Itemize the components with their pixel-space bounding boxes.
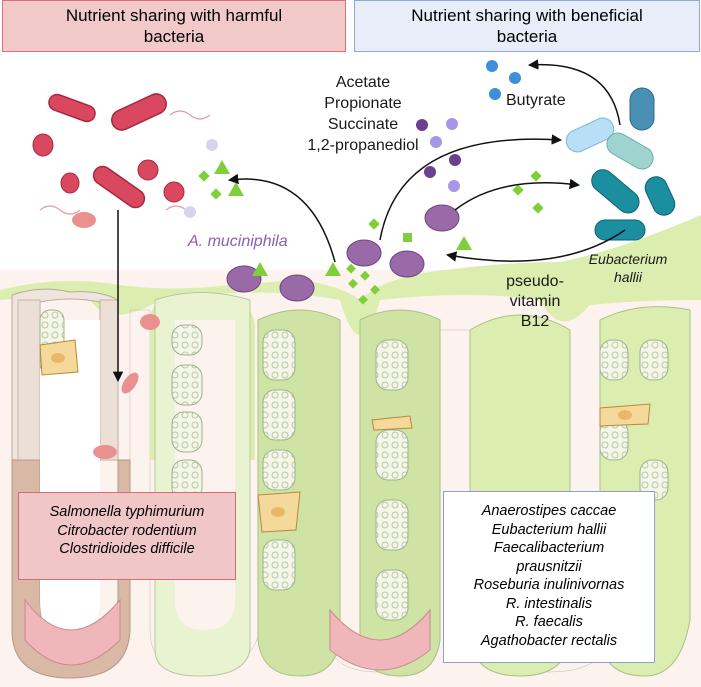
akkermansia-cluster: [226, 204, 460, 302]
eubacterium-label-line: Eubacterium: [588, 251, 668, 267]
rod-bacterium: [48, 93, 96, 123]
metabolite-item: Acetate: [335, 74, 391, 91]
arrow-vitamin-to-akkermansia: [445, 229, 626, 262]
pale-bacterium: [121, 372, 139, 394]
coccus-bacterium: [137, 159, 159, 181]
akkermansia-label: A. muciniphila: [188, 233, 288, 250]
harmful-bacteria-cluster: [32, 93, 211, 459]
beneficial-species-item: R. faecalis: [515, 614, 583, 630]
beneficial-species-item: Eubacterium hallii: [491, 521, 607, 538]
beneficial-species-box: Anaerostipes caccae Eubacterium hallii F…: [443, 491, 655, 663]
harmful-species-item: Citrobacter rodentium: [57, 522, 197, 539]
metabolite-item: Succinate: [327, 116, 399, 133]
rod-bacterium: [111, 93, 167, 131]
header-harmful-text: Nutrient sharing with harmful bacteria: [65, 6, 283, 46]
metabolite-item: Propionate: [324, 95, 402, 112]
rod-bacterium: [92, 165, 146, 209]
enteroendocrine-cells: [39, 339, 651, 533]
pseudovitamin-label-line: B12: [520, 313, 550, 330]
metabolite-list: Acetate Propionate Succinate 1,2-propane…: [283, 72, 443, 156]
arrow-butyrate: [527, 59, 621, 126]
mucus-layer: [0, 215, 701, 335]
beneficial-species-item: prausnitzii: [516, 558, 582, 575]
eubacterium-label-line: hallii: [613, 269, 642, 285]
coccus-bacterium: [32, 133, 54, 157]
eubacterium-label: Eubacterium hallii: [578, 250, 678, 286]
beneficial-species-item: Faecalibacterium: [493, 540, 605, 556]
header-beneficial: Nutrient sharing with beneficial bacteri…: [354, 0, 700, 52]
beneficial-species-item: Agathobacter rectalis: [480, 632, 618, 649]
arrow-metabolites-to-beneficial: [379, 134, 563, 241]
metabolite-dots: [184, 118, 461, 218]
pseudovitamin-label: pseudo- vitamin B12: [480, 272, 590, 332]
coccus-bacterium: [163, 181, 185, 203]
paneth-cells: [24, 598, 431, 671]
rod-bacterium-teal: [606, 132, 654, 170]
beneficial-bacteria-cluster: [565, 87, 676, 241]
sugar-molecules: [198, 160, 544, 305]
beneficial-species-item: R. intestinalis: [505, 595, 593, 612]
butyrate-label: Butyrate: [506, 92, 566, 109]
pale-bacterium: [72, 212, 96, 228]
flow-arrows: [227, 59, 626, 263]
rod-bacterium-teal: [594, 219, 646, 241]
header-beneficial-text: Nutrient sharing with beneficial bacteri…: [411, 6, 643, 46]
akkermansia-cell: [226, 265, 262, 293]
arrow-to-harmful: [227, 173, 336, 263]
pseudovitamin-label-line: vitamin: [509, 293, 561, 310]
arrow-sugar-to-beneficial: [454, 178, 581, 211]
akkermansia-cell: [346, 239, 382, 267]
pseudovitamin-label-line: pseudo-: [506, 273, 564, 290]
butyrate-dots: [486, 60, 521, 100]
akkermansia-cell: [424, 204, 460, 232]
pale-bacterium: [140, 314, 160, 330]
akkermansia-cell: [389, 250, 425, 278]
beneficial-species-item: Anaerostipes caccae: [481, 503, 617, 519]
rod-bacterium-blue: [629, 87, 655, 131]
pale-bacterium: [93, 445, 117, 459]
metabolite-item: 1,2-propanediol: [307, 137, 419, 154]
rod-bacterium-teal: [591, 169, 640, 214]
rod-bacterium-teal: [644, 176, 676, 216]
akkermansia-cell: [279, 274, 315, 302]
header-harmful: Nutrient sharing with harmful bacteria: [2, 0, 346, 52]
beneficial-species-item: Roseburia inulinivornas: [473, 577, 625, 593]
harmful-species-item: Salmonella typhimurium: [49, 504, 205, 520]
rod-bacterium-light: [565, 117, 615, 153]
harmful-species-item: Clostridioides difficile: [59, 541, 195, 557]
coccus-bacterium: [60, 172, 80, 194]
harmful-species-box: Salmonella typhimurium Citrobacter roden…: [18, 492, 236, 580]
